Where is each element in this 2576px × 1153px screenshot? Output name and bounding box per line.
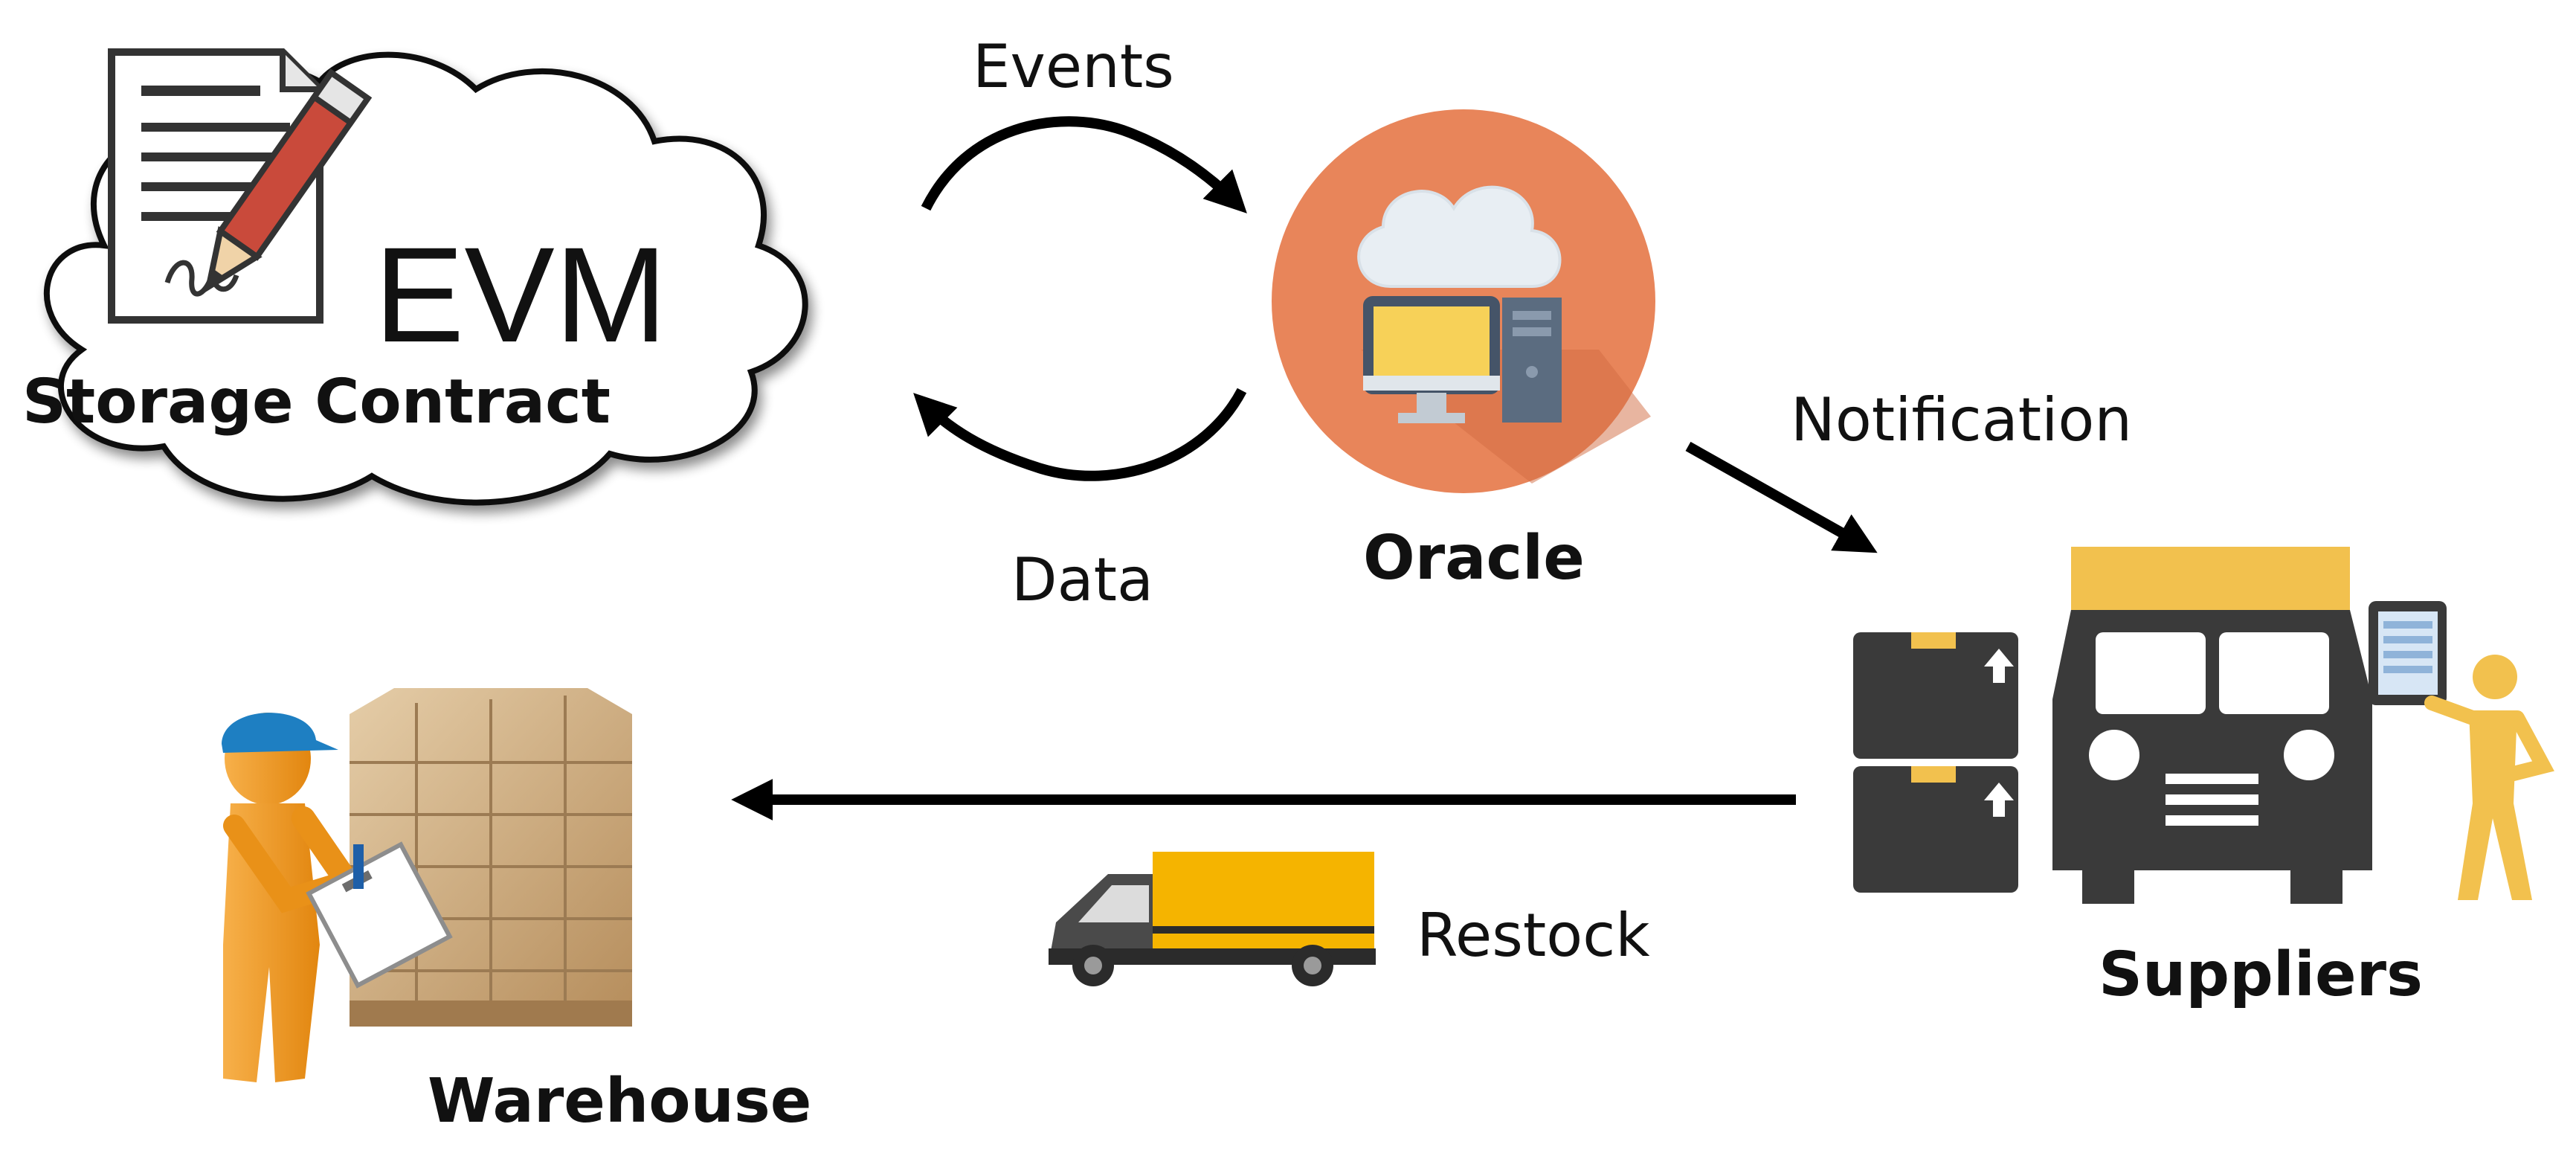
events-arrow bbox=[921, 116, 1247, 213]
oracle-icon bbox=[1272, 109, 1655, 493]
monitor-icon bbox=[1363, 296, 1500, 423]
delivery-truck-icon bbox=[2052, 547, 2372, 904]
server-tower-icon bbox=[1502, 298, 1562, 423]
cloud-small-icon bbox=[1357, 185, 1562, 288]
data-arrow bbox=[913, 388, 1247, 481]
notification-label: Notification bbox=[1791, 385, 2133, 455]
data-label: Data bbox=[1011, 545, 1154, 614]
evm-label: EVM bbox=[374, 219, 668, 370]
person-icon bbox=[2424, 655, 2554, 900]
document-pen-icon bbox=[108, 48, 373, 324]
events-label: Events bbox=[973, 32, 1174, 101]
storage-contract-label: Storage Contract bbox=[22, 367, 611, 437]
van-icon bbox=[1049, 852, 1376, 986]
stacked-boxes-icon bbox=[1853, 632, 2018, 893]
tablet-icon bbox=[2369, 601, 2447, 705]
warehouse-label: Warehouse bbox=[428, 1066, 812, 1137]
suppliers-label: Suppliers bbox=[2099, 940, 2423, 1010]
restock-label: Restock bbox=[1417, 901, 1650, 970]
notification-arrow bbox=[1685, 441, 1878, 553]
oracle-label: Oracle bbox=[1363, 523, 1585, 594]
worker-icon bbox=[222, 713, 453, 1082]
